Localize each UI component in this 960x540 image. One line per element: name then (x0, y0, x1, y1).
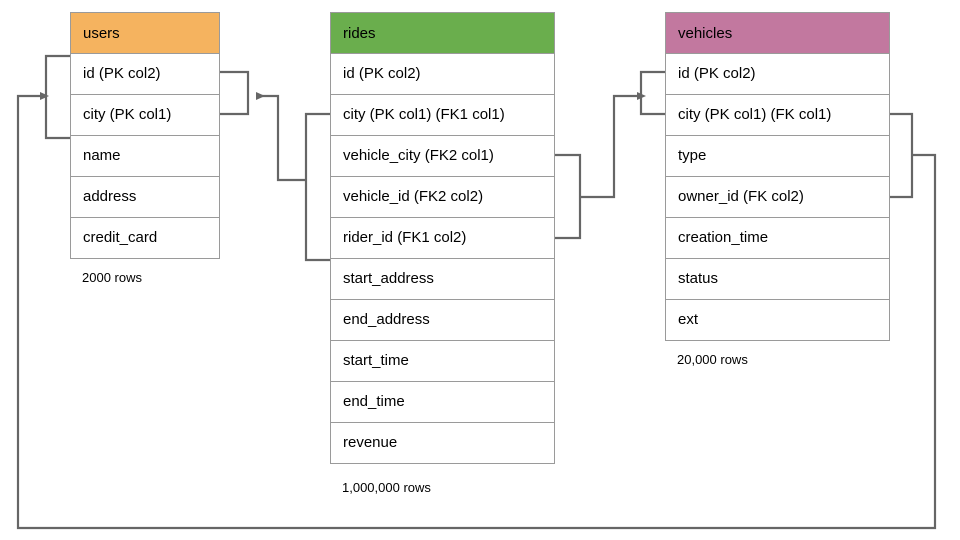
entity-rides-field-start-address[interactable]: start_address (330, 259, 555, 300)
entity-rides-row-count: 1,000,000 rows (342, 480, 431, 495)
bracket-rides-left (304, 112, 330, 262)
entity-users-field-address[interactable]: address (70, 177, 220, 218)
entity-vehicles-field-owner-id[interactable]: owner_id (FK col2) (665, 177, 890, 218)
entity-vehicles[interactable]: vehicles id (PK col2) city (PK col1) (FK… (665, 12, 890, 341)
bracket-vehicles-right (890, 112, 914, 199)
bracket-vehicles-left (639, 70, 665, 116)
bracket-users-right (220, 70, 250, 116)
entity-rides-field-vehicle-id[interactable]: vehicle_id (FK2 col2) (330, 177, 555, 218)
relationship-rides-fk1-users (220, 70, 330, 262)
entity-users[interactable]: users id (PK col2) city (PK col1) name a… (70, 12, 220, 259)
entity-vehicles-field-status[interactable]: status (665, 259, 890, 300)
entity-rides[interactable]: rides id (PK col2) city (PK col1) (FK1 c… (330, 12, 555, 464)
entity-rides-field-end-address[interactable]: end_address (330, 300, 555, 341)
entity-vehicles-field-ext[interactable]: ext (665, 300, 890, 341)
entity-rides-field-vehicle-city[interactable]: vehicle_city (FK2 col1) (330, 136, 555, 177)
entity-users-row-count: 2000 rows (82, 270, 142, 285)
entity-users-field-city[interactable]: city (PK col1) (70, 95, 220, 136)
bracket-users-left (44, 54, 70, 140)
entity-rides-field-revenue[interactable]: revenue (330, 423, 555, 464)
entity-users-header[interactable]: users (70, 12, 220, 54)
entity-vehicles-field-type[interactable]: type (665, 136, 890, 177)
edge-rides-to-vehicles (580, 92, 646, 199)
entity-rides-field-city[interactable]: city (PK col1) (FK1 col1) (330, 95, 555, 136)
entity-users-field-credit-card[interactable]: credit_card (70, 218, 220, 259)
bracket-rides-right (555, 153, 582, 240)
entity-rides-header[interactable]: rides (330, 12, 555, 54)
entity-rides-field-start-time[interactable]: start_time (330, 341, 555, 382)
entity-vehicles-field-city[interactable]: city (PK col1) (FK col1) (665, 95, 890, 136)
edge-rides-to-users (256, 92, 306, 182)
entity-vehicles-field-creation-time[interactable]: creation_time (665, 218, 890, 259)
entity-users-field-id[interactable]: id (PK col2) (70, 54, 220, 95)
entity-vehicles-field-id[interactable]: id (PK col2) (665, 54, 890, 95)
entity-vehicles-header[interactable]: vehicles (665, 12, 890, 54)
entity-rides-field-end-time[interactable]: end_time (330, 382, 555, 423)
entity-rides-field-id[interactable]: id (PK col2) (330, 54, 555, 95)
relationship-rides-fk2-vehicles (555, 70, 665, 240)
entity-users-field-name[interactable]: name (70, 136, 220, 177)
entity-vehicles-row-count: 20,000 rows (677, 352, 748, 367)
entity-rides-field-rider-id[interactable]: rider_id (FK1 col2) (330, 218, 555, 259)
